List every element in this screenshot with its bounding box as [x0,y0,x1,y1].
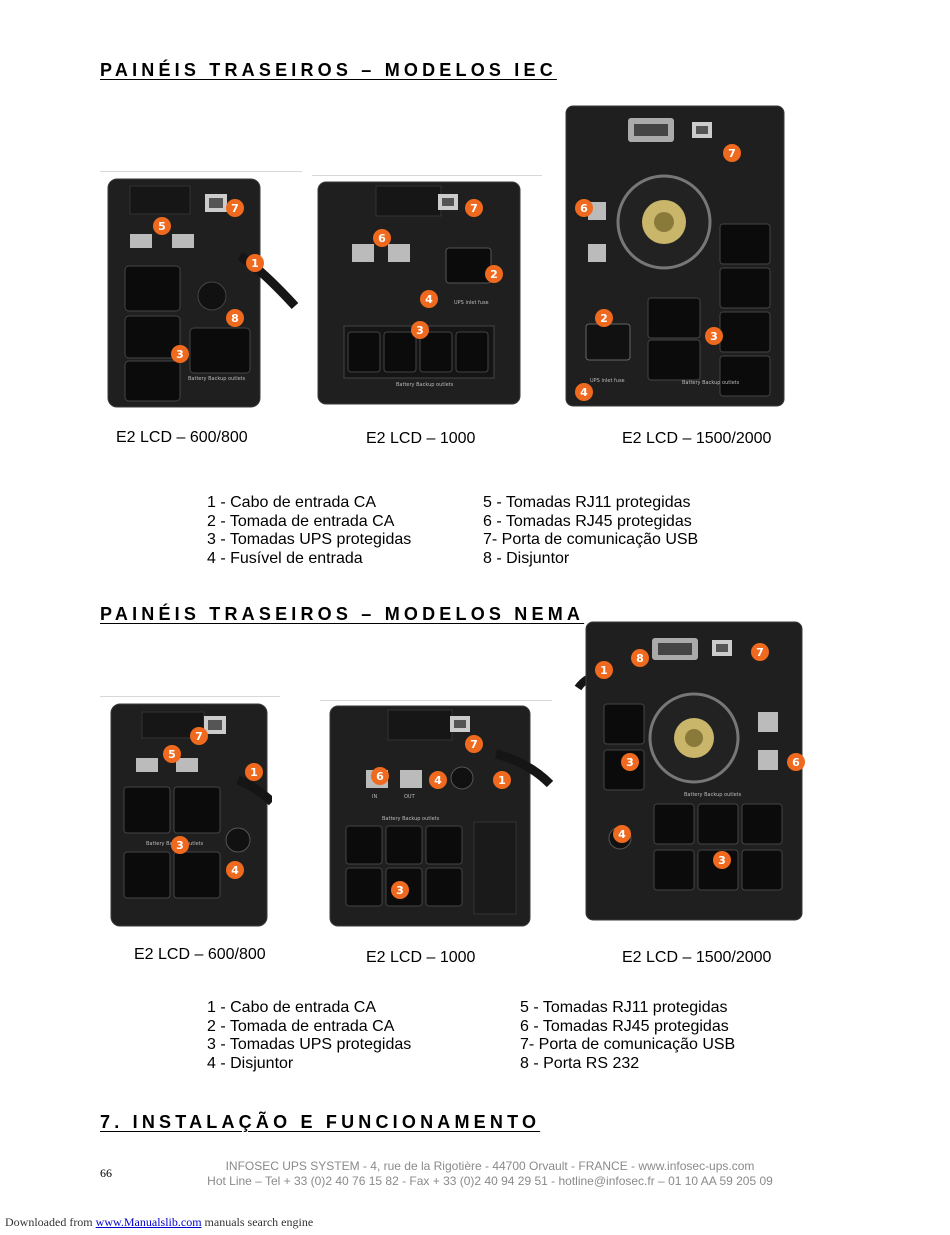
footer-contact: Hot Line – Tel + 33 (0)2 40 76 15 82 - F… [207,1173,773,1188]
svg-text:7: 7 [231,202,239,215]
download-prefix: Downloaded from [5,1215,93,1229]
divider-line [312,175,542,176]
legend-iec-left: 1 - Cabo de entrada CA 2 - Tomada de ent… [207,494,411,568]
svg-text:OUT: OUT [404,794,416,800]
svg-text:5: 5 [158,220,166,233]
section-title-installation: 7. INSTALAÇÃO E FUNCIONAMENTO [100,1112,541,1132]
manualslib-link[interactable]: www.Manualslib.com [95,1215,202,1229]
svg-text:6: 6 [378,232,386,245]
legend-item: 1 - Cabo de entrada CA [207,999,376,1016]
svg-text:8: 8 [636,652,644,665]
caption-iec-600-800: E2 LCD – 600/800 [116,429,248,446]
caption-nema-1000: E2 LCD – 1000 [366,949,476,966]
divider-line [100,171,302,172]
legend-item: 2 - Tomada de entrada CA [207,512,395,530]
svg-text:7: 7 [195,730,203,743]
legend-item: 7- Porta de comunicação USB [483,531,699,548]
svg-text:1: 1 [498,774,506,787]
footer-address: INFOSEC UPS SYSTEM - 4, rue de la Rigoti… [225,1159,755,1173]
svg-text:2: 2 [600,312,608,325]
legend-item: 1 - Cabo de entrada CA [207,494,376,511]
svg-text:1: 1 [600,664,608,677]
svg-text:Battery Backup outlets: Battery Backup outlets [684,792,742,798]
caption-iec-1000: E2 LCD – 1000 [366,430,476,447]
svg-text:7: 7 [756,646,764,659]
divider-line [320,700,552,701]
ups-iec-600-800-image: Battery Backup outlets 7 5 1 8 3 [107,178,299,408]
page-number: 66 [100,1166,112,1180]
svg-text:UPS inlet fuse: UPS inlet fuse [590,378,625,384]
svg-text:3: 3 [626,756,634,769]
ups-nema-600-800-image: Battery Backup outlets 7 5 1 3 4 [110,703,272,927]
caption-nema-600-800: E2 LCD – 600/800 [134,946,266,963]
legend-item: 3 - Tomadas UPS protegidas [207,531,412,548]
svg-text:3: 3 [718,854,726,867]
svg-text:Battery Backup outlets: Battery Backup outlets [382,816,440,822]
download-suffix: manuals search engine [204,1215,314,1229]
legend-item: 8 - Disjuntor [483,549,570,567]
download-banner: Downloaded from www.Manualslib.com manua… [5,1215,313,1230]
svg-text:6: 6 [580,202,588,215]
svg-text:3: 3 [416,324,424,337]
svg-text:7: 7 [470,738,478,751]
legend-item: 4 - Disjuntor [207,1054,294,1072]
page-footer: INFOSEC UPS SYSTEM - 4, rue de la Rigoti… [130,1159,850,1188]
legend-item: 6 - Tomadas RJ45 protegidas [483,512,692,530]
svg-text:Battery Backup outlets: Battery Backup outlets [396,382,454,388]
svg-text:IN: IN [372,794,377,800]
legend-item: 6 - Tomadas RJ45 protegidas [520,1017,729,1035]
svg-text:UPS inlet fuse: UPS inlet fuse [454,300,489,306]
svg-text:7: 7 [728,147,736,160]
svg-text:8: 8 [231,312,239,325]
svg-text:4: 4 [580,386,588,399]
svg-text:1: 1 [250,766,258,779]
legend-nema-right: 5 - Tomadas RJ11 protegidas 6 - Tomadas … [520,999,735,1073]
svg-text:2: 2 [490,268,498,281]
divider-line [100,696,280,697]
ups-nema-1500-2000-image: Battery Backup outlets 1 8 7 3 6 3 4 [574,621,805,921]
svg-text:Battery Backup outlets: Battery Backup outlets [682,380,740,386]
ups-nema-1000-image: IN OUT Battery Backup outlets 7 6 4 1 3 [329,705,554,927]
svg-text:6: 6 [792,756,800,769]
ups-iec-1000-image: UPS inlet fuse Battery Backup outlets 7 … [317,181,521,405]
legend-nema-left: 1 - Cabo de entrada CA 2 - Tomada de ent… [207,999,411,1073]
svg-text:4: 4 [425,293,433,306]
legend-item: 2 - Tomada de entrada CA [207,1017,395,1035]
caption-iec-1500-2000: E2 LCD – 1500/2000 [622,430,772,447]
svg-text:3: 3 [396,884,404,897]
svg-text:4: 4 [231,864,239,877]
svg-text:5: 5 [168,748,176,761]
svg-text:4: 4 [618,828,626,841]
svg-text:3: 3 [176,348,184,361]
section-title-nema: PAINÉIS TRASEIROS – MODELOS NEMA [100,604,585,624]
legend-item: 7- Porta de comunicação USB [520,1036,736,1053]
svg-text:6: 6 [376,770,384,783]
svg-text:3: 3 [710,330,718,343]
svg-text:3: 3 [176,839,184,852]
legend-item: 5 - Tomadas RJ11 protegidas [483,494,691,511]
section-title-iec: PAINÉIS TRASEIROS – MODELOS IEC [100,60,557,80]
legend-item: 5 - Tomadas RJ11 protegidas [520,999,728,1016]
svg-text:1: 1 [251,257,259,270]
svg-text:7: 7 [470,202,478,215]
battery-backup-label: Battery Backup outlets [188,376,246,382]
caption-nema-1500-2000: E2 LCD – 1500/2000 [622,949,772,966]
svg-text:4: 4 [434,774,442,787]
legend-item: 3 - Tomadas UPS protegidas [207,1036,412,1053]
legend-iec-right: 5 - Tomadas RJ11 protegidas 6 - Tomadas … [483,494,698,568]
legend-item: 4 - Fusível de entrada [207,549,363,567]
legend-item: 8 - Porta RS 232 [520,1054,640,1072]
ups-iec-1500-2000-image: UPS inlet fuse Battery Backup outlets 7 … [565,105,785,407]
